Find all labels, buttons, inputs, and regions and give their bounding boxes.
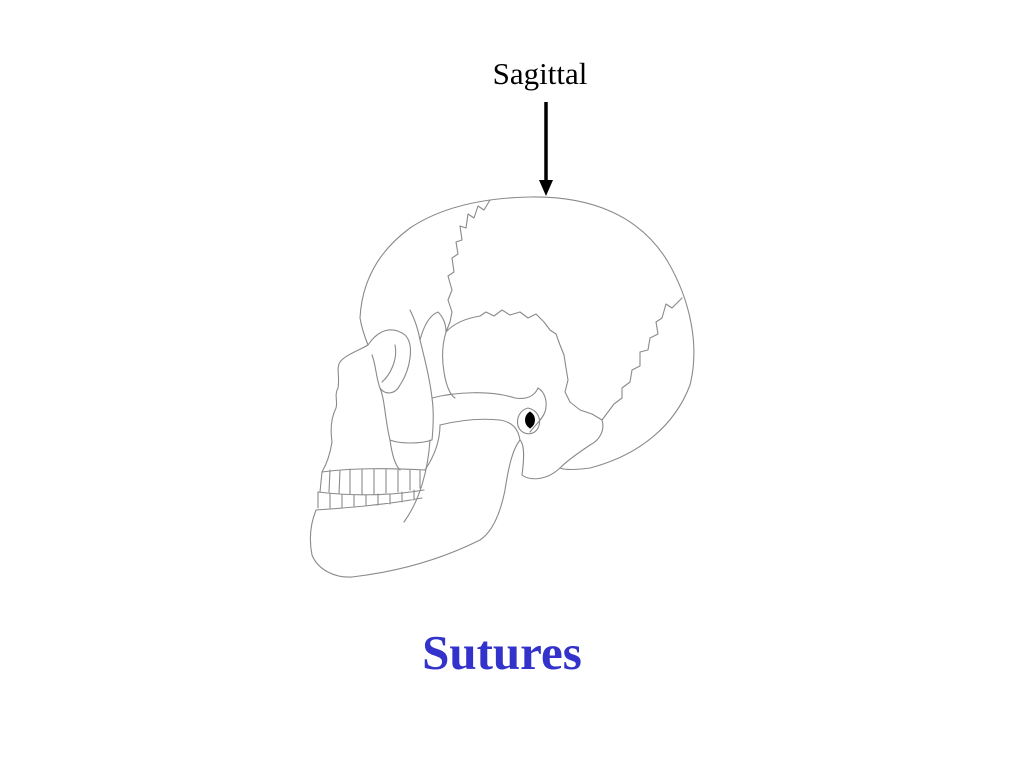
- coronal-suture: [445, 199, 491, 333]
- auditory-meatus: [525, 411, 535, 429]
- sphenoid-sutures: [409, 309, 456, 399]
- arrow-down-icon: [539, 102, 553, 196]
- maxilla: [379, 339, 434, 471]
- face-outline: [321, 317, 369, 473]
- lower-teeth: [315, 489, 423, 511]
- zygomatic-arch: [431, 387, 539, 441]
- squamosal-suture: [445, 309, 604, 469]
- sagittal-label: Sagittal: [492, 56, 588, 91]
- cranium-outline: [359, 196, 695, 471]
- mastoid: [529, 387, 547, 433]
- mandible-ramus: [403, 439, 431, 523]
- lambdoid-suture: [601, 297, 683, 421]
- orbit: [367, 329, 411, 394]
- slide-title: Sutures: [422, 625, 582, 680]
- mandible-outline: [309, 439, 561, 578]
- ear-contour: [516, 407, 541, 435]
- upper-teeth: [317, 468, 426, 496]
- coronoid: [424, 424, 441, 471]
